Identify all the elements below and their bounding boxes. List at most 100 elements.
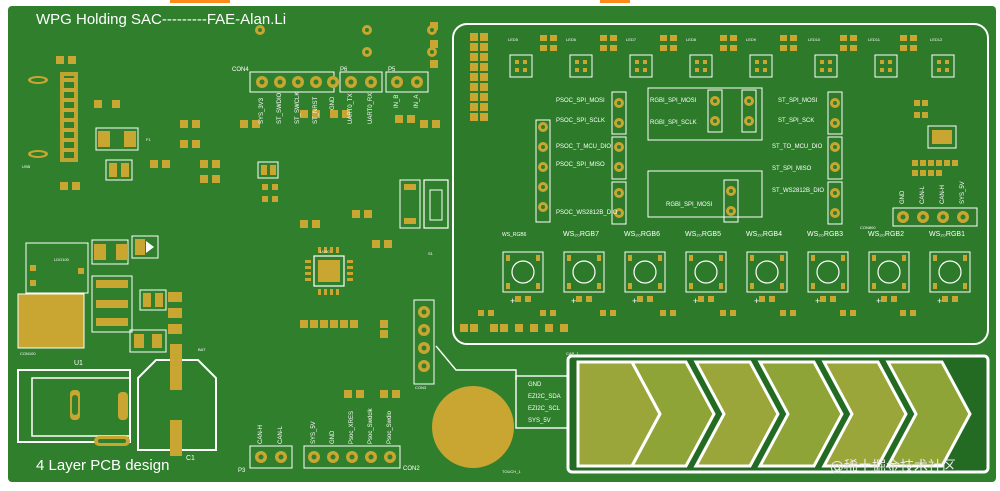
rgbi-spi-mosi-label: RGBI_SPI_MOSI — [650, 98, 697, 104]
ref-c1: C1 — [186, 455, 195, 462]
rgb-button-6[interactable]: + — [868, 251, 910, 306]
header-text: WPG Holding SAC---------FAE-Alan.Li — [36, 11, 287, 28]
ref-u100: U100 — [320, 249, 330, 254]
rgb-label-2: WS₂₀RGB2 — [868, 231, 904, 238]
led-label-4: LED8 — [686, 37, 697, 42]
rgb-button-2[interactable]: + — [624, 251, 666, 306]
bottom-pin-swdio: Psoc_Swdio — [387, 410, 393, 444]
dc-jack — [17, 369, 131, 446]
swd-pin-2: ST_SWDIO — [277, 92, 283, 124]
st-to-mcu-dio-label: ST_TO_MCU_DIO — [772, 144, 823, 150]
led-label-6: LED10 — [808, 37, 821, 42]
ref-con800: CON800 — [860, 225, 876, 230]
rgb-button-3[interactable]: + — [685, 251, 727, 306]
ref-cap1: CAP_1 — [566, 351, 579, 356]
rgbi-mosi-box — [647, 170, 763, 218]
uart-pin-1: UART0_TX — [348, 93, 354, 124]
rgbi-spi-box — [647, 87, 763, 141]
svg-text:+: + — [632, 296, 637, 306]
swd-pin-1: SYS_3V3 — [259, 97, 265, 124]
rgb-module-outline — [452, 23, 989, 345]
usb-connector — [28, 56, 80, 190]
svg-text:+: + — [937, 296, 942, 306]
ref-con3: CON3 — [415, 385, 427, 390]
mid-spi-headers — [611, 89, 843, 225]
diode-area — [94, 100, 220, 183]
uart-header — [339, 71, 383, 93]
slider-segment-5 — [885, 360, 972, 468]
module-bottom-caps — [478, 310, 916, 316]
psoc-spi-sclk-label: PSOC_SPI_SCLK — [556, 118, 606, 124]
st-spi-miso-label: ST_SPI_MISO — [772, 166, 812, 172]
ref-p3: P3 — [238, 468, 246, 474]
swd-pin-4: ST_NRST — [313, 96, 319, 124]
led-row — [470, 33, 488, 121]
accent-mark-2 — [600, 0, 630, 3]
svg-text:+: + — [754, 296, 759, 306]
svg-text:+: + — [571, 296, 576, 306]
psoc-spi-miso-label: PSOC_SPI_MISO — [556, 162, 605, 168]
rgb-label-0: WS_RGB6 — [502, 232, 527, 238]
accent-mark — [170, 0, 230, 3]
bottom-pin-xres: Psoc_XRES — [349, 410, 355, 444]
slider-segment-2 — [693, 360, 780, 468]
footer-text: 4 Layer PCB design — [36, 457, 170, 474]
rgbi-spi-sclk-label: RGBI_SPI_SCLK — [650, 120, 697, 126]
slider-segment-1 — [629, 360, 716, 468]
i2c-5v-label: SYS_5V — [528, 418, 551, 424]
rgb-label-5: WS₂₀RGB5 — [685, 231, 721, 238]
psoc-spi-header — [535, 119, 551, 223]
i2c-header — [413, 299, 517, 385]
ref-con100: CON100 — [20, 351, 36, 356]
io-pin-2: IN_A — [414, 94, 420, 108]
psoc-ws2812b-label: PSOC_WS2812B_DIO — [556, 210, 618, 216]
rgb-button-7[interactable]: + — [929, 251, 971, 306]
rgb-button-row: + + + + + + + + — [502, 251, 971, 306]
svg-text:+: + — [693, 296, 698, 306]
ref-con2: CON2 — [403, 466, 420, 472]
bottom-pin-canh: CAN-H — [258, 425, 264, 444]
slider-chevrons — [576, 360, 972, 468]
psoc-t-mcu-dio-label: PSOC_T_MCU_DIO — [556, 144, 612, 150]
ref-usb: USB — [22, 164, 31, 169]
ref-p5: P5 — [388, 67, 396, 73]
rgb-button-4[interactable]: + — [746, 251, 788, 306]
rgb-button-0[interactable]: + — [502, 251, 544, 306]
bottom-pin-5v: SYS_5V — [311, 421, 317, 444]
led-label-7: LED11 — [868, 37, 880, 42]
rgb-label-7: WS₂₀RGB7 — [563, 231, 599, 238]
rgb-button-5[interactable]: + — [807, 251, 849, 306]
ref-bat: BAT — [198, 347, 206, 352]
touch-slider — [566, 354, 990, 474]
bottom-pin-swdclk: Psoc_Swdclk — [368, 408, 374, 444]
right-pin-gnd: GND — [900, 190, 906, 204]
uart-pin-2: UART0_RX — [368, 92, 374, 124]
st-spi-sck-label: ST_SPI_SCK — [778, 118, 815, 124]
right-ic — [912, 100, 958, 176]
right-pin-canl: CAN-L — [920, 185, 926, 204]
io-header — [385, 71, 429, 93]
cap-pairs-top — [540, 35, 917, 51]
i2c-gnd-label: GND — [528, 382, 542, 388]
i2c-scl-label: EZI2C_SCL — [528, 406, 561, 412]
led-label-1: LED5 — [508, 37, 519, 42]
slider-segment-4 — [821, 360, 908, 468]
rgb-label-4: WS₂₀RGB4 — [746, 231, 782, 238]
right-pin-5v: SYS_5V — [960, 181, 966, 204]
led-label-2: LED6 — [566, 37, 577, 42]
rgb-label-6: WS₂₀RGB6 — [624, 231, 660, 238]
st-spi-mosi-label: ST_SPI_MOSI — [778, 98, 818, 104]
rgb-button-1[interactable]: + — [563, 251, 605, 306]
bottom-pin-canl: CAN-L — [278, 425, 284, 444]
ref-f1: F1 — [146, 137, 151, 142]
ref-u1: U1 — [74, 360, 83, 367]
io-pin-1: IN_B — [394, 94, 400, 108]
rgb-label-1: WS₂₀RGB1 — [929, 231, 965, 238]
fuse-f1 — [95, 127, 139, 151]
bottom-pin-gnd: GND — [330, 430, 336, 444]
watermark: @稀土掘金技术社区 — [830, 459, 956, 475]
led-label-8: LED12 — [930, 37, 943, 42]
ref-p6: P6 — [340, 67, 348, 73]
